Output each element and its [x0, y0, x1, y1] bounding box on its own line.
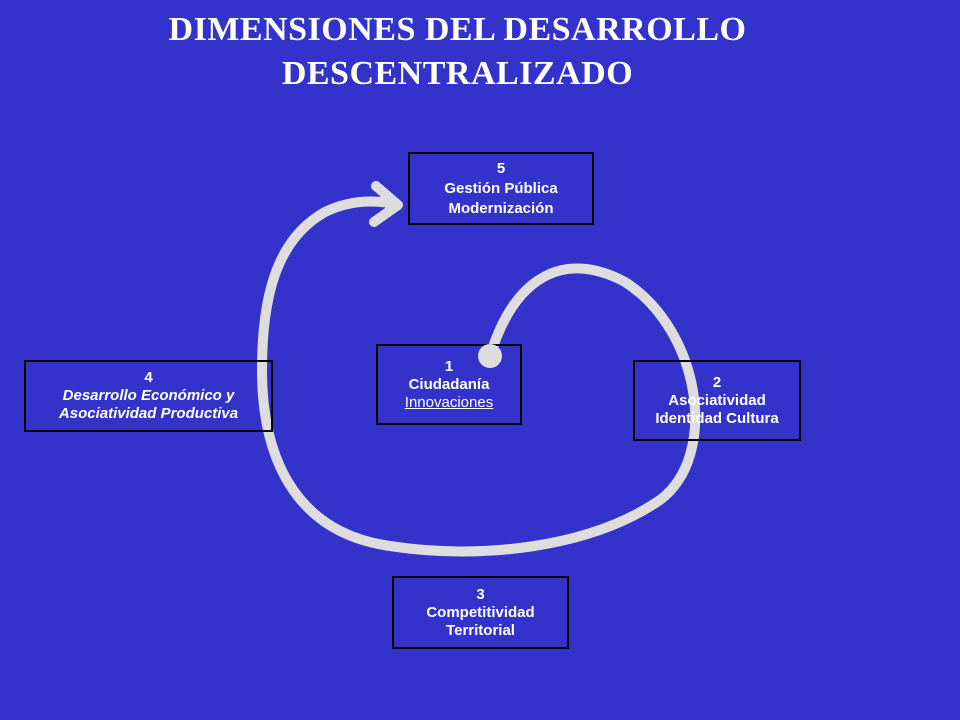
node-3-line1: Competitividad	[426, 603, 535, 621]
page-title: DIMENSIONES DEL DESARROLLO DESCENTRALIZA…	[0, 8, 915, 96]
node-3-competitividad: 3 Competitividad Territorial	[392, 576, 569, 649]
title-line-2: DESCENTRALIZADO	[281, 55, 634, 92]
node-5-line1: Gestión Pública	[444, 179, 558, 197]
node-4-number: 4	[144, 369, 153, 386]
node-5-number: 5	[496, 159, 506, 177]
node-1-number: 1	[444, 357, 454, 375]
node-4-desarrollo-economico: 4 Desarrollo Económico y Asociatividad P…	[24, 360, 273, 432]
node-3-number: 3	[476, 585, 485, 603]
node-4-line1: Desarrollo Económico y	[62, 387, 235, 404]
node-2-line2: Identidad Cultura	[655, 409, 779, 427]
node-2-asociatividad: 2 Asociatividad Identidad Cultura	[633, 360, 801, 441]
node-2-line1: Asociatividad	[668, 391, 766, 409]
arrowhead	[369, 181, 403, 227]
node-5-line2: Modernización	[448, 199, 554, 217]
node-1-line1: Ciudadanía	[408, 375, 490, 393]
node-4-line2: Asociatividad Productiva	[58, 405, 239, 422]
node-5-gestion-publica: 5 Gestión Pública Modernización	[408, 152, 594, 225]
node-1-ciudadania: 1 Ciudadanía Innovaciones	[376, 344, 522, 425]
node-3-line2: Territorial	[446, 621, 515, 639]
node-1-line2: Innovaciones	[404, 393, 494, 411]
spiral-path	[257, 196, 701, 557]
node-2-number: 2	[712, 373, 722, 391]
title-line-1: DIMENSIONES DEL DESARROLLO	[168, 11, 747, 48]
